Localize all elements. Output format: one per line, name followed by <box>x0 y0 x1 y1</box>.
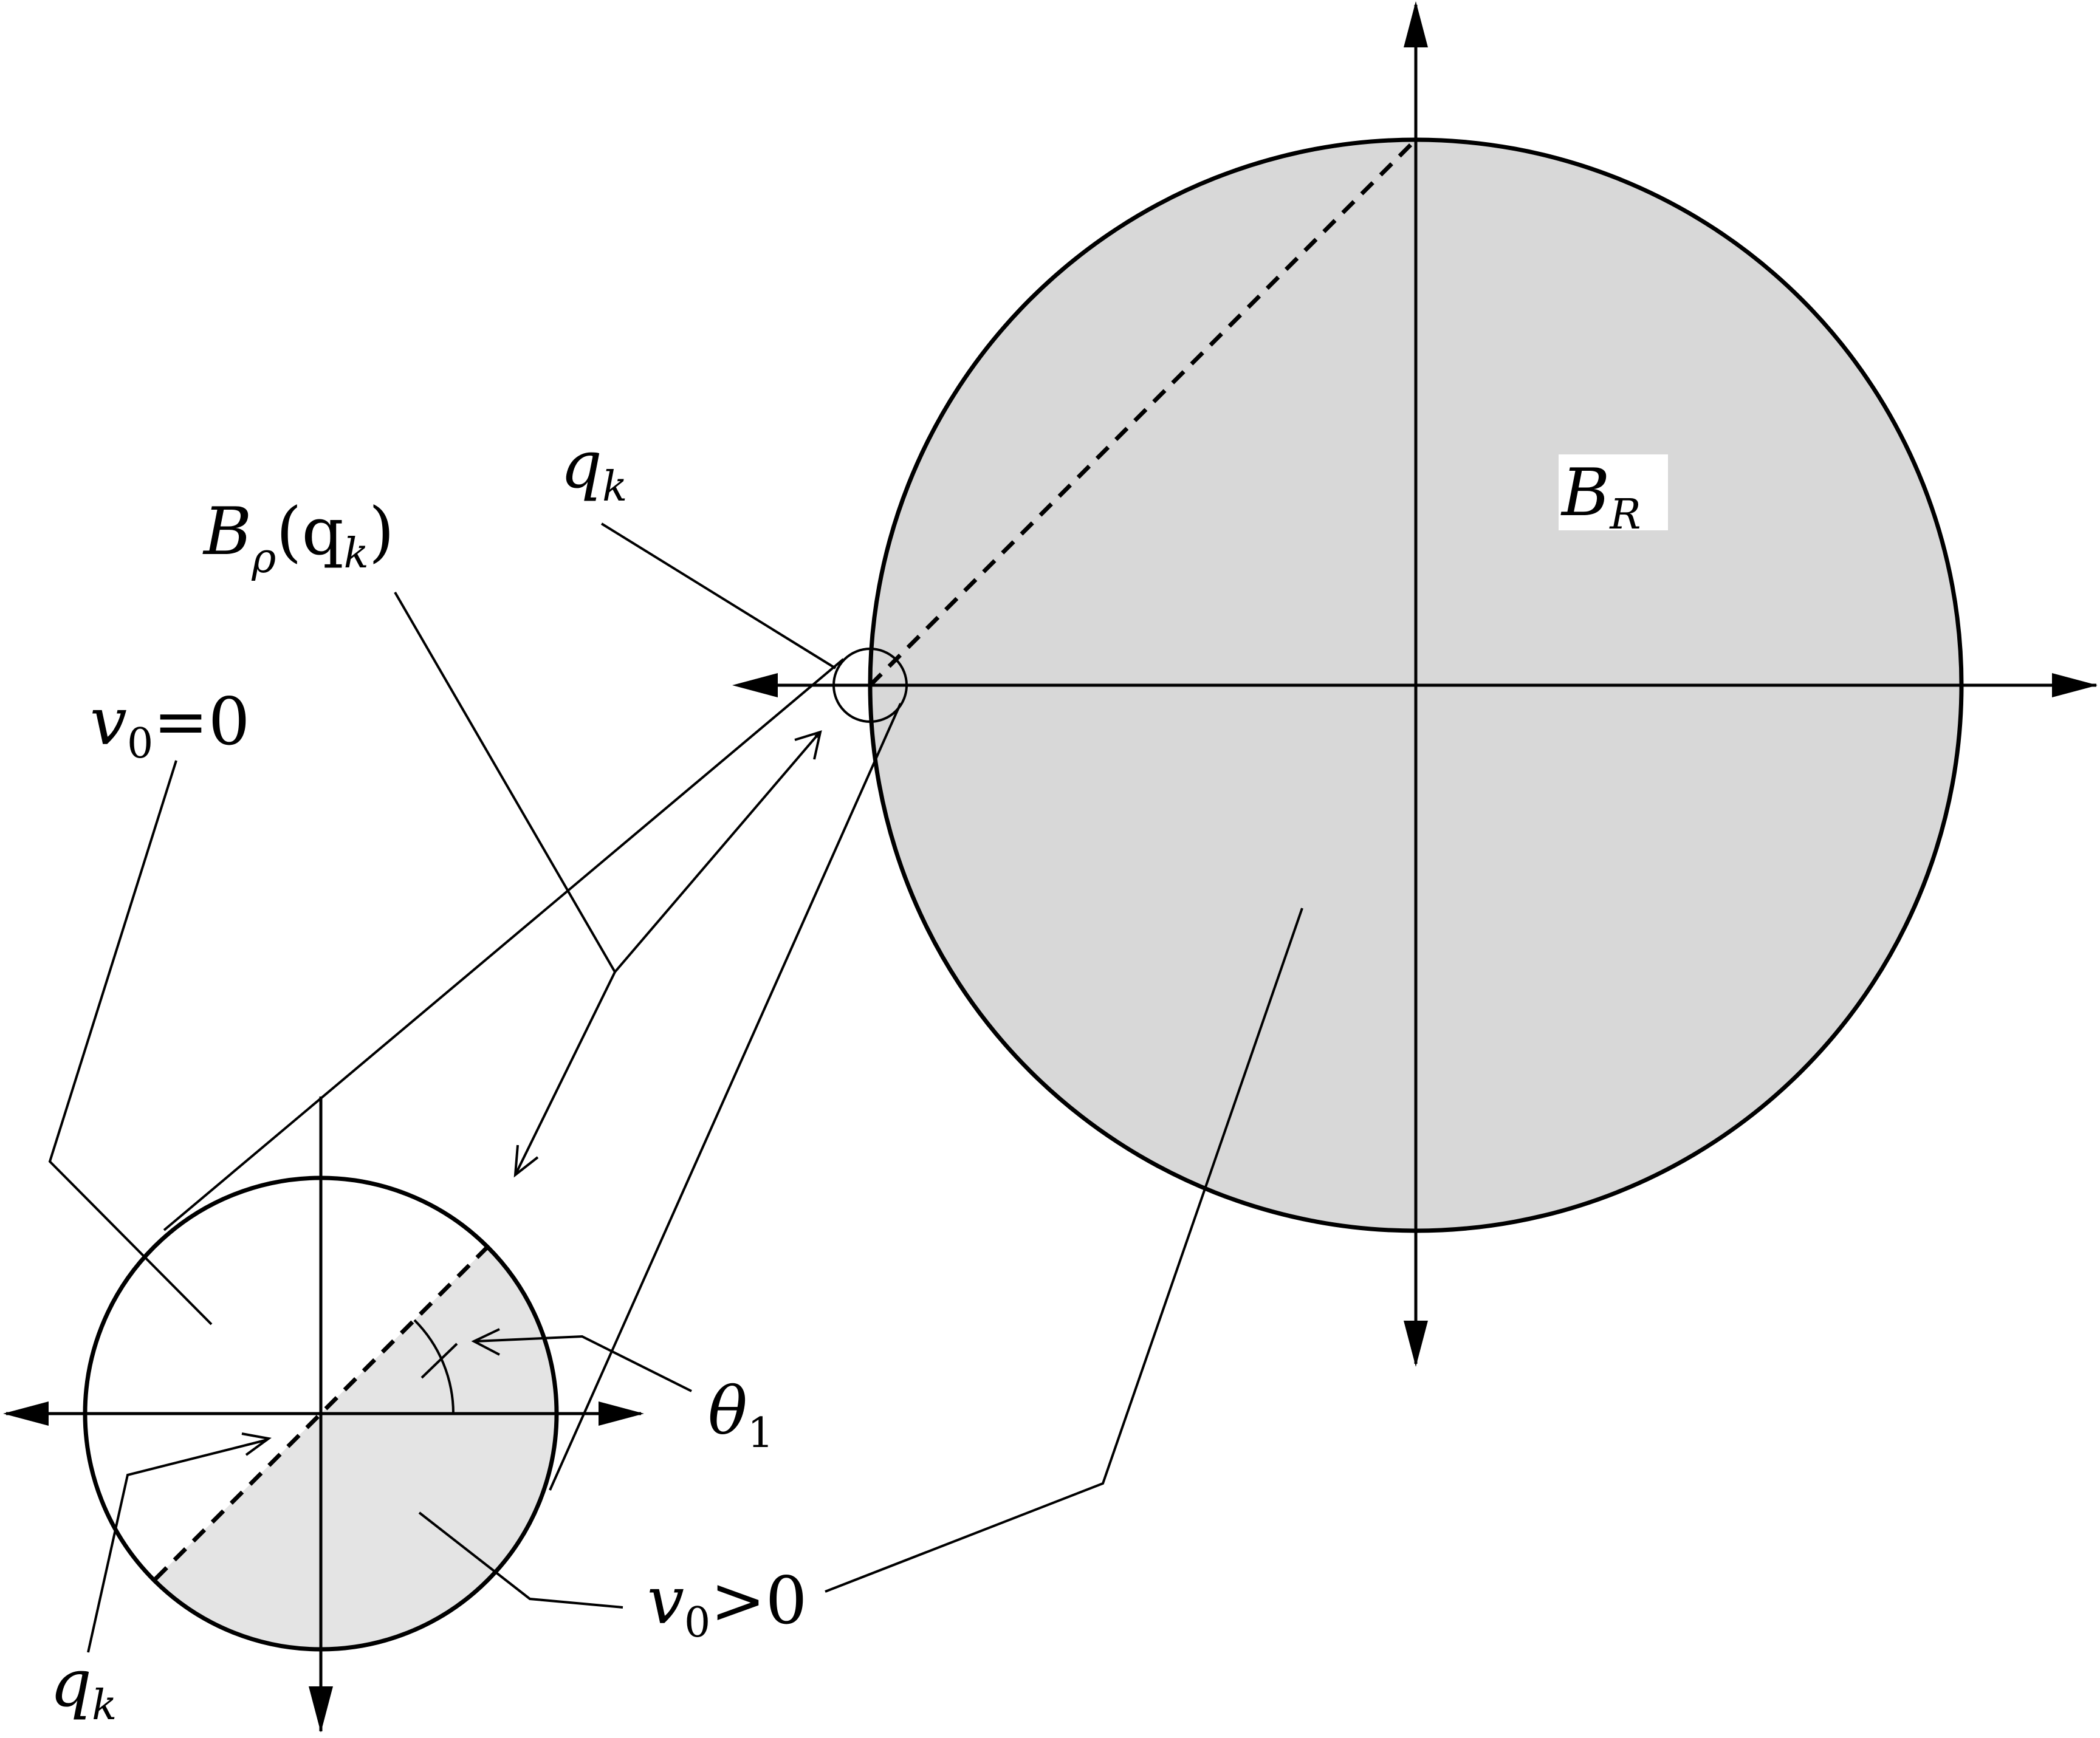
label-brho: Bρ(qk) <box>202 494 394 583</box>
leader-qk-bottom-head <box>241 1432 272 1456</box>
leader-qk-top <box>600 522 837 669</box>
small-axis-right-arrowhead <box>599 1401 644 1426</box>
leader-theta-head <box>471 1328 500 1356</box>
small-axis-bottom-arrowhead <box>309 1686 333 1733</box>
zoom-line-upper <box>163 658 845 1231</box>
leader-theta <box>475 1335 692 1392</box>
label-qk-top: qk <box>560 427 627 511</box>
leader-brho-arrow-up <box>614 733 820 973</box>
small-ball-at-boundary <box>832 648 908 723</box>
leader-v0-pos-small <box>418 1511 623 1609</box>
leader-qk-bottom <box>87 1439 268 1653</box>
leader-v0-pos-big <box>825 908 1303 1593</box>
label-br: BR <box>1560 455 1641 539</box>
small-disk-shaded-half <box>85 1178 557 1649</box>
label-br-background <box>1559 454 1668 530</box>
big-axis-right-arrowhead <box>2052 673 2098 697</box>
leader-brho-arrow-down-head <box>513 1144 539 1178</box>
label-theta: θ1 <box>708 1374 774 1457</box>
big-axis-left-arrowhead <box>732 673 778 697</box>
label-qk-bottom: qk <box>50 1646 117 1729</box>
leader-v0-zero <box>48 760 213 1326</box>
small-axis-left-arrowhead <box>3 1401 49 1426</box>
theta-angle-arc <box>413 1319 455 1414</box>
big-dashed-diagonal <box>868 138 1418 687</box>
theta-angle-tick <box>420 1343 458 1379</box>
leader-brho <box>394 591 616 973</box>
label-v0-zero: v0=0 <box>90 684 250 768</box>
zoom-line-lower <box>549 703 902 1491</box>
leader-brho-arrow-down <box>515 971 616 1173</box>
big-axis-top-arrowhead <box>1404 1 1428 47</box>
leader-brho-arrow-up-head <box>794 730 822 760</box>
big-axis-bottom-arrowhead <box>1404 1321 1428 1367</box>
label-v0-pos: v0>0 <box>647 1563 808 1647</box>
small-dashed-diagonal <box>154 1247 488 1581</box>
